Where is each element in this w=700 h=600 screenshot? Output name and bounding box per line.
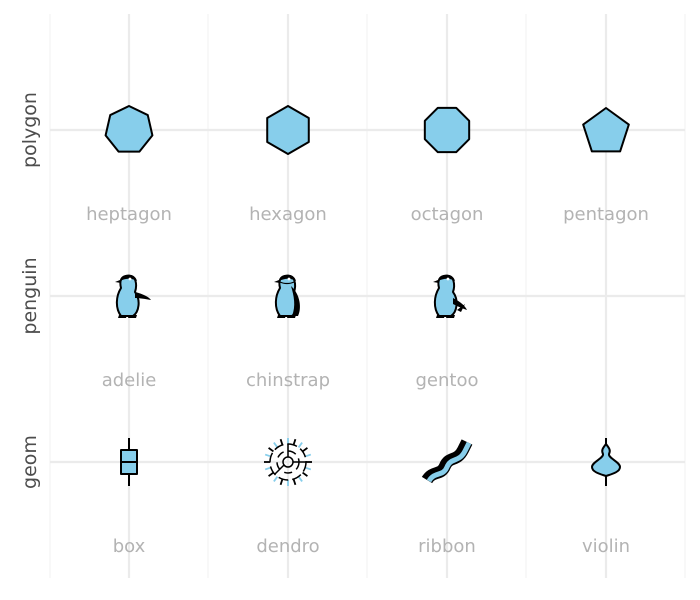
point-label: adelie <box>102 370 157 391</box>
point-labels: heptagon hexagon octagon pentagon adelie chin… <box>86 204 649 557</box>
octagon-icon <box>423 106 471 154</box>
point-label: pentagon <box>563 204 649 225</box>
point-label: hexagon <box>249 204 327 225</box>
heptagon-icon <box>104 105 154 153</box>
penguin-gentoo-icon <box>433 274 467 318</box>
point-label: chinstrap <box>246 370 330 391</box>
hexagon-icon <box>266 105 310 155</box>
pentagon-icon <box>582 107 630 153</box>
dendrogram-icon <box>264 438 312 486</box>
y-tick-label: geom <box>19 435 41 489</box>
violin-icon <box>591 438 621 486</box>
penguin-chinstrap-icon <box>274 274 300 318</box>
ribbon-icon <box>421 439 473 484</box>
point-label: dendro <box>256 536 319 557</box>
boxplot-icon <box>120 438 138 486</box>
point-label: violin <box>582 536 630 557</box>
y-tick-label: polygon <box>19 92 41 168</box>
y-tick-label: penguin <box>19 257 41 334</box>
point-label: ribbon <box>418 536 476 557</box>
penguin-adelie-icon <box>115 274 151 318</box>
point-label: gentoo <box>416 370 479 391</box>
point-label: box <box>113 536 146 557</box>
point-label: heptagon <box>86 204 172 225</box>
chart-marks <box>104 105 630 486</box>
y-axis-labels: polygon penguin geom <box>19 92 41 489</box>
point-label: octagon <box>411 204 484 225</box>
